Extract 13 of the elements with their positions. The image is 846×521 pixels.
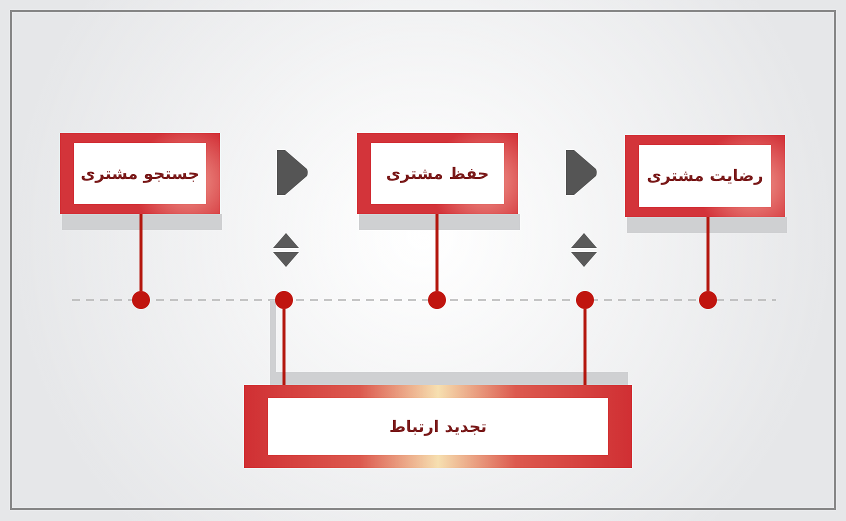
card-title: تجدید ارتباط	[389, 416, 487, 436]
connector-line	[436, 214, 438, 291]
card-title: جستجو مشتری	[80, 164, 200, 184]
label-card	[244, 385, 632, 468]
connector-line	[706, 217, 710, 291]
card-title: حفظ مشتری	[386, 164, 490, 184]
connector-line	[584, 309, 586, 385]
label-card	[625, 135, 785, 217]
connector-line	[282, 309, 286, 385]
label-card	[357, 133, 518, 214]
card-title: رضایت مشتری	[646, 166, 764, 186]
label-card	[60, 133, 220, 214]
connector-line	[140, 214, 142, 291]
